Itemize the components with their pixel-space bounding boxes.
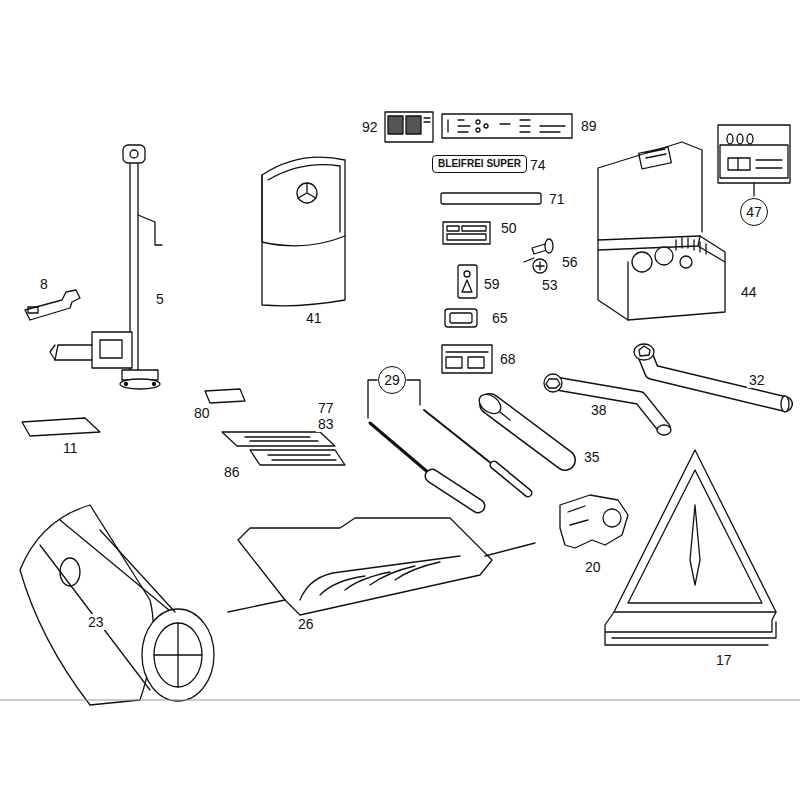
callout-number: 65: [490, 310, 510, 326]
sticker: [443, 222, 490, 244]
callout-number: 83: [316, 416, 336, 432]
document-pouch: [262, 157, 345, 306]
callout-number: 92: [360, 119, 380, 135]
callout-number: 80: [192, 405, 212, 421]
callout-number: 50: [499, 220, 519, 236]
fasteners: [524, 239, 553, 273]
wheel-wrench: [634, 344, 789, 412]
callout-number: 32: [747, 372, 767, 388]
wheel-wrench: [544, 374, 671, 435]
documents: [22, 389, 345, 465]
callout-number: 41: [304, 310, 324, 326]
spare-bulb-box: [598, 142, 725, 320]
callout-number: 5: [154, 291, 166, 307]
screwdrivers: [368, 380, 528, 506]
callout-number: 56: [560, 254, 580, 270]
callout-number: 77: [316, 400, 336, 416]
callout-number: 8: [38, 276, 50, 292]
fuel-label-plate: BLEIFREI SUPER: [432, 155, 527, 173]
socket-tube: [476, 390, 565, 460]
callout-number: 86: [222, 464, 242, 480]
label-text: BLEIFREI SUPER: [438, 159, 521, 169]
callout-number: 53: [540, 277, 560, 293]
callout-number: 23: [86, 614, 106, 630]
callout-number: 89: [579, 118, 599, 134]
holder-clip: [560, 495, 628, 548]
callout-number: 17: [714, 652, 734, 668]
callout-number: 47: [746, 205, 762, 219]
code-label: [385, 112, 433, 142]
callout-number: 38: [589, 402, 609, 418]
callout-number: 59: [482, 276, 502, 292]
sticker: [442, 345, 492, 373]
callout-number: 11: [61, 440, 80, 456]
info-plate: [442, 114, 572, 138]
callout-circle: 47: [740, 198, 768, 226]
strip-label: [441, 193, 541, 204]
jack: [50, 145, 162, 389]
callout-number: 44: [739, 284, 759, 300]
frame-rule: [0, 700, 800, 701]
wrench: [25, 290, 80, 320]
warning-sticker: [458, 265, 477, 298]
callout-circle: 29: [378, 366, 406, 394]
callout-number: 35: [582, 449, 602, 465]
warning-triangle: [605, 450, 776, 645]
ring-label: [445, 309, 477, 327]
callout-number: 68: [498, 351, 518, 367]
callout-number: 26: [296, 616, 316, 632]
callout-number: 74: [528, 157, 548, 173]
fuse-card: [718, 125, 790, 196]
tool-mat: [228, 518, 535, 615]
callout-number: 71: [547, 191, 567, 207]
callout-number: 29: [384, 373, 400, 387]
callout-number: 20: [583, 559, 603, 575]
tool-roll: [20, 505, 214, 705]
